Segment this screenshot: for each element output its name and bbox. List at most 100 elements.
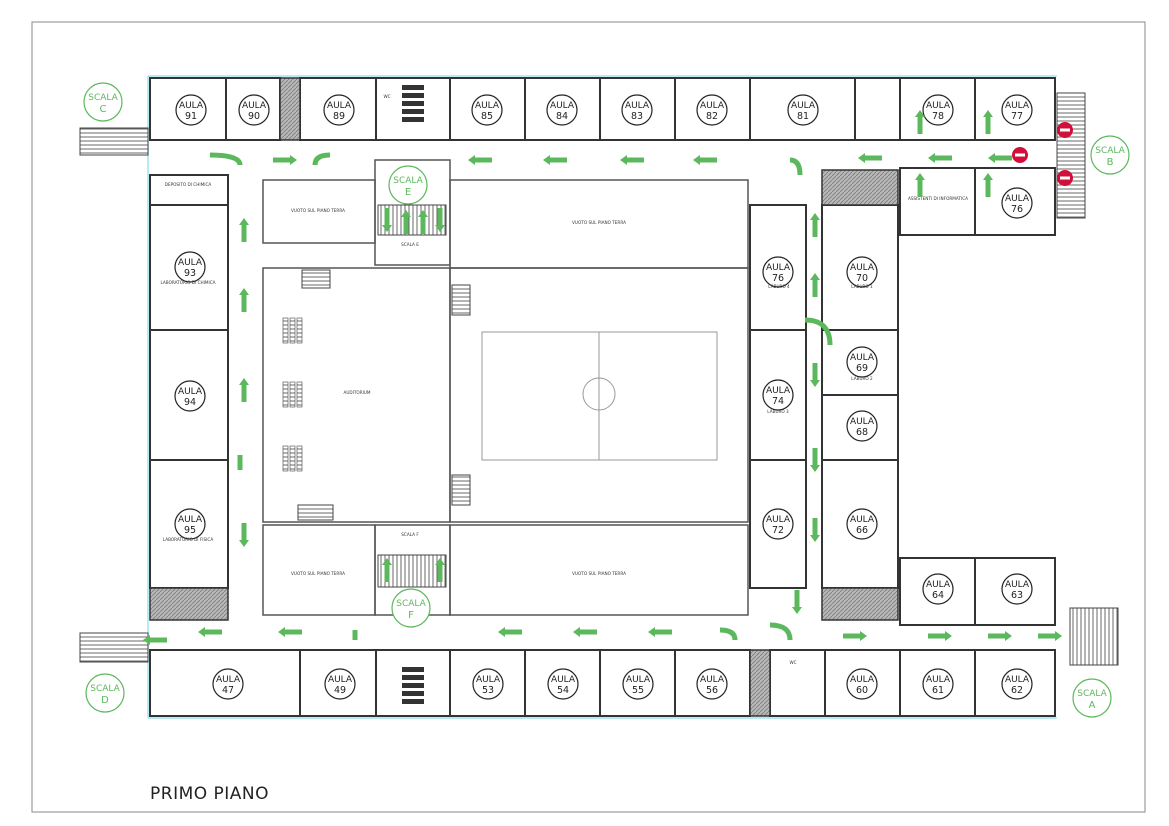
scala-label: SCALA — [396, 599, 426, 609]
shaft-area — [749, 649, 771, 717]
scala-circle — [391, 588, 431, 628]
room-wall — [749, 459, 807, 589]
aula-circle — [212, 668, 244, 700]
aula-prefix: AULA — [327, 101, 352, 111]
aula-number: 69 — [856, 363, 868, 374]
aula-circle — [762, 508, 794, 540]
room-note: AUDITORIUM — [343, 390, 370, 395]
aula-prefix: AULA — [1005, 675, 1030, 685]
aula-circle — [621, 94, 653, 126]
arrow-right-icon — [1038, 631, 1062, 641]
arrow-down-icon — [810, 448, 820, 472]
room-note: WC — [383, 94, 390, 99]
aula-number: 53 — [482, 685, 494, 696]
aula-number: 70 — [856, 273, 868, 284]
aula-prefix: AULA — [926, 580, 951, 590]
room-wall — [769, 649, 826, 717]
arrow-left-icon — [498, 627, 522, 637]
aula-number: 77 — [1011, 111, 1023, 122]
scala-circle — [1090, 135, 1130, 175]
aula-number: 82 — [706, 111, 718, 122]
aula-circle — [1001, 187, 1033, 219]
room-wall — [375, 77, 451, 141]
arrow-down-icon — [435, 208, 445, 232]
aula-circle — [1001, 573, 1033, 605]
aula-number: 66 — [856, 525, 868, 536]
aula-prefix: AULA — [791, 101, 816, 111]
scala-label: SCALA — [393, 176, 423, 186]
aula-circle — [323, 94, 355, 126]
exit-signs — [1012, 122, 1073, 186]
arrow-up-icon — [239, 218, 249, 242]
seating — [289, 445, 296, 472]
aula-number: 54 — [557, 685, 569, 696]
aula-prefix: AULA — [475, 101, 500, 111]
aula-circle — [922, 573, 954, 605]
aula-number: 83 — [631, 111, 643, 122]
arrow-left-icon — [143, 635, 167, 645]
aula-circle — [846, 508, 878, 540]
aula-number: 93 — [184, 268, 196, 279]
scala-circle — [388, 165, 428, 205]
evacuation-arrows — [143, 110, 1062, 645]
aula-prefix: AULA — [1005, 101, 1030, 111]
arrow-right-icon — [843, 631, 867, 641]
aula-number: 84 — [556, 111, 568, 122]
room-note: ASSISTENTI DI INFORMATICA — [908, 196, 968, 201]
aula-circle — [1001, 668, 1033, 700]
aula-prefix: AULA — [178, 387, 203, 397]
aula-number: 91 — [185, 111, 197, 122]
staircase — [451, 284, 471, 316]
scala-letter: F — [408, 610, 414, 621]
scala-label: SCALA — [1095, 146, 1125, 156]
room-wall — [899, 167, 976, 236]
aula-circle — [175, 94, 207, 126]
scala-letter: E — [405, 187, 411, 198]
staircase — [297, 504, 334, 521]
curved-arrow-icon — [789, 157, 803, 176]
aula-prefix: AULA — [178, 515, 203, 525]
arrow-up-icon — [239, 288, 249, 312]
curved-arrow-icon — [769, 622, 793, 641]
room-wall — [974, 77, 1056, 141]
staircase — [79, 632, 149, 663]
aula-number: 78 — [932, 111, 944, 122]
seating — [296, 317, 303, 344]
aula-number: 68 — [856, 427, 868, 438]
aula-prefix: AULA — [550, 101, 575, 111]
aula-prefix: AULA — [766, 515, 791, 525]
central-area — [449, 524, 749, 616]
room-note: SCALA E — [401, 242, 419, 247]
shaft-area — [821, 587, 899, 621]
sheet-frame — [31, 21, 1146, 813]
arrow-right-icon — [988, 631, 1012, 641]
aula-circle — [547, 668, 579, 700]
aula-number: 90 — [248, 111, 260, 122]
arrow-left-icon — [988, 153, 1012, 163]
arrow-down-icon — [810, 363, 820, 387]
aula-circle — [762, 256, 794, 288]
aula-number: 49 — [334, 685, 346, 696]
sports-field — [481, 331, 718, 461]
aula-number: 76 — [772, 273, 784, 284]
aula-prefix: AULA — [850, 515, 875, 525]
aula-prefix: AULA — [850, 353, 875, 363]
scala-circle — [83, 82, 123, 122]
aula-prefix: AULA — [766, 386, 791, 396]
fire-extinguisher-icon — [1057, 170, 1073, 186]
arrow-up-icon — [915, 173, 925, 197]
seating — [282, 381, 289, 408]
aula-circle — [846, 410, 878, 442]
